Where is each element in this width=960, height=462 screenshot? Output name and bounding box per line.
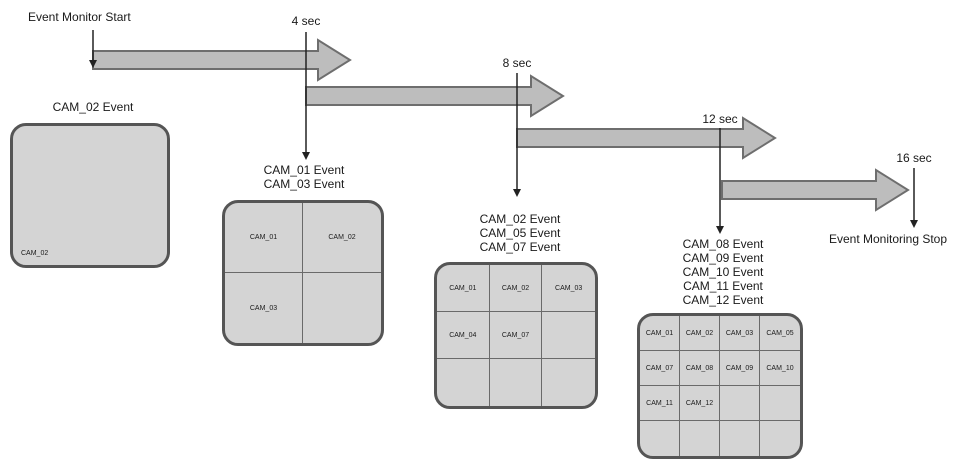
- event-text: CAM_01 Event: [263, 163, 345, 177]
- camera-cell: [542, 312, 595, 359]
- camera-cell: CAM_02: [680, 316, 720, 351]
- camera-cell: CAM_08: [680, 351, 720, 386]
- pointer-8-sec-head: [513, 189, 521, 197]
- start-pointer-head: [89, 60, 97, 68]
- stage-1-events: CAM_02 Event: [53, 100, 134, 114]
- time-mark-12: 12 sec: [702, 112, 738, 126]
- camera-cell: CAM_11: [640, 386, 680, 421]
- camera-cell: CAM_02: [489, 265, 543, 312]
- timeline-arrow-3: [516, 116, 777, 160]
- camera-cell: CAM_09: [720, 351, 760, 386]
- camera-cell: CAM_03: [542, 265, 595, 312]
- camera-cell: [437, 359, 490, 406]
- camera-cell: CAM_03: [720, 316, 760, 351]
- stage-1-grid: CAM_02: [10, 123, 170, 268]
- camera-cell: CAM_03: [225, 273, 303, 343]
- camera-cell: CAM_04: [437, 312, 490, 359]
- stage-3-events: CAM_02 Event CAM_05 Event CAM_07 Event: [480, 212, 561, 254]
- event-text: CAM_02 Event: [52, 100, 134, 114]
- event-text: CAM_09 Event: [682, 251, 764, 265]
- event-text: CAM_11 Event: [683, 279, 763, 293]
- camera-cell: CAM_01: [437, 265, 490, 312]
- camera-cell: [760, 421, 800, 456]
- camera-cell: [760, 386, 800, 421]
- stage-4-events: CAM_08 Event CAM_09 Event CAM_10 Event C…: [683, 237, 764, 307]
- stage-2-events: CAM_01 Event CAM_03 Event: [264, 163, 345, 191]
- event-text: CAM_08 Event: [682, 237, 764, 251]
- event-text: CAM_07 Event: [479, 240, 561, 254]
- camera-cell: CAM_10: [760, 351, 800, 386]
- time-mark-8: 8 sec: [502, 56, 532, 70]
- event-text: CAM_12 Event: [682, 293, 764, 307]
- camera-cell: [720, 386, 760, 421]
- camera-cell: [542, 359, 595, 406]
- pointer-12-sec-head: [716, 226, 724, 234]
- pointer-4-sec-head: [302, 152, 310, 160]
- time-mark-4: 4 sec: [291, 14, 321, 28]
- pointer-16-sec-head: [910, 220, 918, 228]
- camera-cell: CAM_01: [225, 203, 303, 273]
- timeline-arrow-2: [305, 74, 565, 118]
- start-label: Event Monitor Start: [28, 10, 131, 24]
- camera-cell: CAM_01: [640, 316, 680, 351]
- event-text: CAM_10 Event: [682, 265, 764, 279]
- camera-cell: CAM_07: [640, 351, 680, 386]
- camera-cell: CAM_12: [680, 386, 720, 421]
- camera-cell: CAM_02: [303, 203, 381, 273]
- camera-cell: [680, 421, 720, 456]
- event-text: CAM_05 Event: [479, 226, 561, 240]
- time-mark-16: 16 sec: [896, 151, 932, 165]
- camera-cell: [490, 359, 543, 406]
- camera-cell: CAM_02: [21, 250, 49, 257]
- timeline-arrow-4: [721, 168, 910, 212]
- stop-label: Event Monitoring Stop: [828, 232, 948, 246]
- event-text: CAM_02 Event: [479, 212, 561, 226]
- camera-cell: [303, 273, 381, 343]
- timeline-arrow-1: [92, 38, 352, 82]
- event-text: CAM_03 Event: [263, 177, 345, 191]
- camera-cell: [720, 421, 760, 456]
- camera-cell: [640, 421, 680, 456]
- camera-cell: CAM_07: [489, 312, 543, 359]
- camera-cell: CAM_05: [760, 316, 800, 351]
